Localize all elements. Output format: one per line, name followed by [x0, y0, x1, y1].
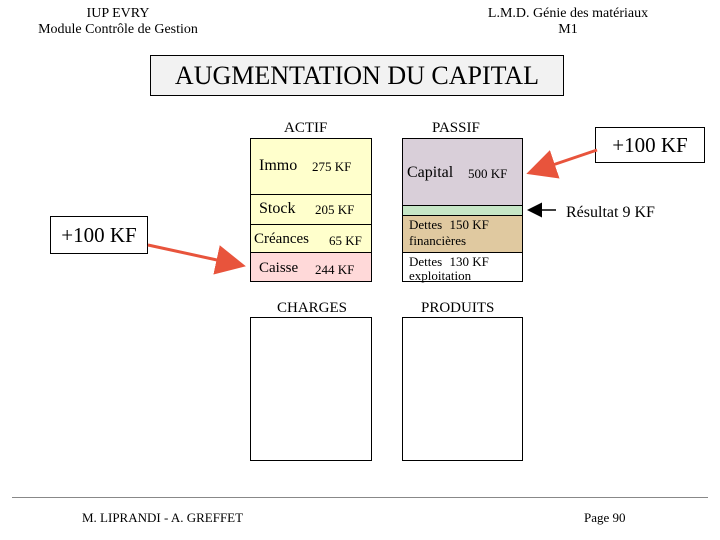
dettes-fin-value: 150 KF [449, 217, 489, 232]
capital-value: 500 KF [468, 166, 508, 181]
school-name: IUP EVRY [86, 6, 150, 21]
resultat-label: Résultat 9 KF [566, 204, 655, 221]
immo-cell: Immo 275 KF [250, 138, 372, 195]
slide-title-text: AUGMENTATION DU CAPITAL [174, 61, 540, 90]
footer-page: Page 90 [584, 510, 626, 525]
footer-authors: M. LIPRANDI - A. GREFFET [82, 510, 244, 525]
creances-label: Créances [254, 231, 309, 247]
footer-rule [12, 497, 708, 498]
dettes-exp-label: Dettes 130 KF [409, 255, 489, 269]
immo-label: Immo [259, 157, 298, 174]
charges-header: CHARGES [277, 300, 348, 316]
left-arrow [147, 243, 246, 275]
stock-value: 205 KF [315, 202, 355, 217]
right-arrow [526, 148, 598, 179]
dettes-fin-word: Dettes [409, 217, 443, 232]
caisse-value: 244 KF [315, 262, 355, 277]
right-increase-box: +100 KF [595, 127, 705, 163]
left-increase-text: +100 KF [61, 223, 137, 247]
capital-label: Capital [407, 164, 454, 181]
passif-header: PASSIF [432, 120, 480, 136]
dettes-exp-word: Dettes [409, 254, 443, 269]
charges-box [250, 317, 372, 461]
header-right: L.M.D. Génie des matériaux M1 [458, 6, 678, 38]
module-name: Module Contrôle de Gestion [38, 22, 198, 37]
produits-box [402, 317, 523, 461]
right-increase-text: +100 KF [612, 133, 688, 157]
level-name: M1 [558, 22, 578, 37]
dettes-fin-label: Dettes 150 KF [409, 218, 489, 232]
dettes-exp-type: exploitation [409, 268, 472, 283]
slide-title: AUGMENTATION DU CAPITAL [150, 55, 564, 96]
actif-header: ACTIF [284, 120, 328, 136]
caisse-cell: Caisse 244 KF [250, 252, 372, 282]
dettes-fin-type: financières [409, 233, 467, 248]
dettes-exploitation-cell: Dettes 130 KF exploitation [402, 252, 523, 283]
header-left: IUP EVRY Module Contrôle de Gestion [18, 6, 218, 38]
program-name: L.M.D. Génie des matériaux [487, 6, 649, 21]
left-increase-box: +100 KF [50, 216, 148, 254]
caisse-label: Caisse [259, 260, 299, 276]
dettes-exp-value: 130 KF [449, 254, 489, 269]
produits-header: PRODUITS [421, 300, 495, 316]
capital-cell: Capital 500 KF [402, 138, 523, 206]
immo-value: 275 KF [312, 159, 352, 174]
creances-value: 65 KF [329, 233, 362, 248]
stock-label: Stock [259, 200, 296, 217]
